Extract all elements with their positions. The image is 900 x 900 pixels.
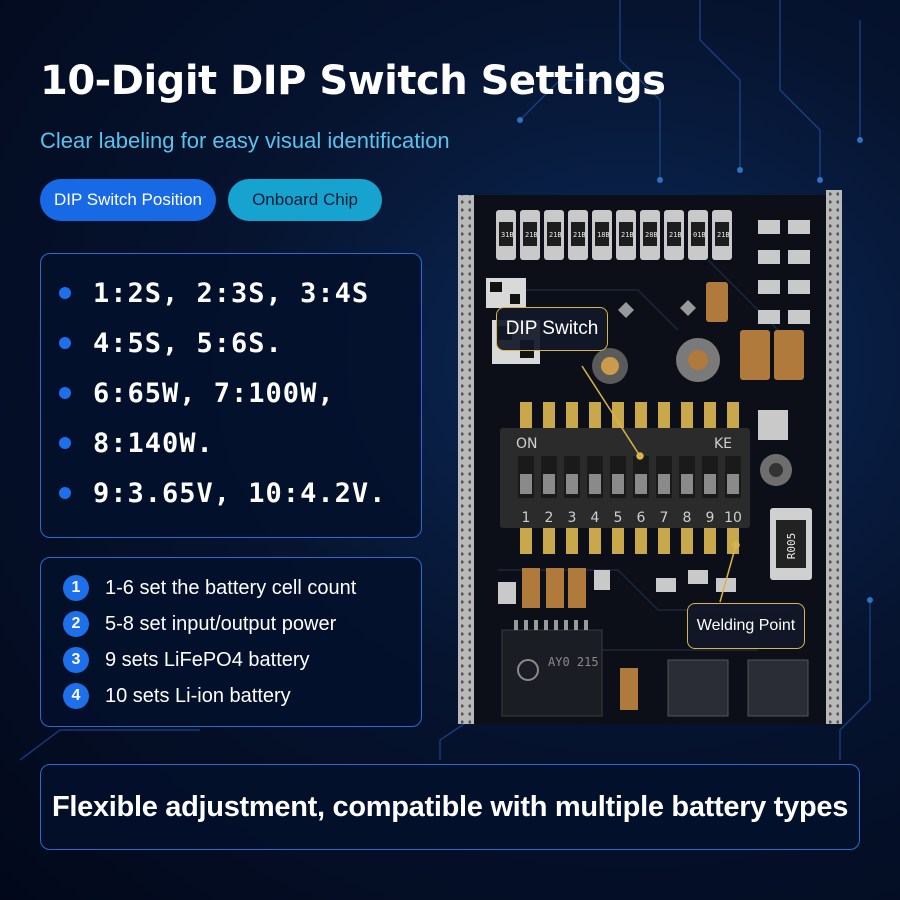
resistor-code: 01B <box>693 231 706 239</box>
number-badge: 4 <box>63 683 89 709</box>
settings-panel: 1:2S, 2:3S, 3:4S 4:5S, 5:6S. 6:65W, 7:10… <box>40 253 422 538</box>
chip-text: AY0 215 <box>548 655 599 669</box>
page-title: 10-Digit DIP Switch Settings <box>40 58 666 104</box>
dip-ke-label: KE <box>714 436 732 452</box>
dip-number: 4 <box>591 510 600 526</box>
number-badge: 2 <box>63 611 89 637</box>
resistor-label: R005 <box>785 533 798 560</box>
setting-item: 8:140W. <box>59 418 421 468</box>
dip-switch: ON KE 1 2 3 4 5 6 7 8 9 10 <box>500 428 750 528</box>
dip-number: 3 <box>568 510 577 526</box>
resistor-code: 21B <box>573 231 586 239</box>
setting-text: 1:2S, 2:3S, 3:4S <box>93 277 370 309</box>
note-text: 1-6 set the battery cell count <box>105 576 357 599</box>
setting-item: 1:2S, 2:3S, 3:4S <box>59 268 421 318</box>
note-item: 2 5-8 set input/output power <box>63 606 421 642</box>
resistor-code: 21B <box>621 231 634 239</box>
resistor-row: 31B 21B 21B 21B 18B 21B 28B 21B 01B 21B <box>496 210 732 260</box>
setting-item: 6:65W, 7:100W, <box>59 368 421 418</box>
resistor-code: 28B <box>645 231 658 239</box>
onboard-chip: AY0 215 <box>501 620 603 717</box>
dip-number: 9 <box>706 510 715 526</box>
dip-number: 10 <box>724 510 742 526</box>
note-item: 4 10 sets Li-ion battery <box>63 678 421 714</box>
setting-item: 4:5S, 5:6S. <box>59 318 421 368</box>
resistor-code: 18B <box>597 231 610 239</box>
note-text: 10 sets Li-ion battery <box>105 684 291 707</box>
note-item: 1 1-6 set the battery cell count <box>63 570 421 606</box>
dip-number: 2 <box>545 510 554 526</box>
dip-number: 8 <box>683 510 692 526</box>
dip-switch-callout: DIP Switch <box>496 307 608 351</box>
setting-text: 9:3.65V, 10:4.2V. <box>93 477 387 509</box>
bullet-icon <box>59 387 71 399</box>
bullet-icon <box>59 337 71 349</box>
bullet-icon <box>59 487 71 499</box>
bullet-icon <box>59 287 71 299</box>
dip-number: 1 <box>522 510 531 526</box>
note-text: 5-8 set input/output power <box>105 612 337 635</box>
tab-dip-switch-position[interactable]: DIP Switch Position <box>40 179 216 221</box>
resistor-code: 21B <box>669 231 682 239</box>
resistor-code: 21B <box>549 231 562 239</box>
number-badge: 1 <box>63 575 89 601</box>
welding-point-callout: Welding Point <box>687 603 805 649</box>
footer-text: Flexible adjustment, compatible with mul… <box>51 790 849 823</box>
footer-banner: Flexible adjustment, compatible with mul… <box>40 764 860 850</box>
resistor-code: 31B <box>501 231 514 239</box>
tab-onboard-chip[interactable]: Onboard Chip <box>228 179 382 221</box>
bullet-icon <box>59 437 71 449</box>
note-text: 9 sets LiFePO4 battery <box>105 648 310 671</box>
dip-on-label: ON <box>516 436 538 452</box>
dip-number: 5 <box>614 510 623 526</box>
resistor-code: 21B <box>717 231 730 239</box>
resistor-code: 21B <box>525 231 538 239</box>
setting-item: 9:3.65V, 10:4.2V. <box>59 468 421 518</box>
dip-number: 7 <box>660 510 669 526</box>
note-item: 3 9 sets LiFePO4 battery <box>63 642 421 678</box>
number-badge: 3 <box>63 647 89 673</box>
dip-number: 6 <box>637 510 646 526</box>
notes-panel: 1 1-6 set the battery cell count 2 5-8 s… <box>40 557 422 727</box>
setting-text: 6:65W, 7:100W, <box>93 377 335 409</box>
setting-text: 8:140W. <box>93 427 214 459</box>
setting-text: 4:5S, 5:6S. <box>93 327 283 359</box>
page-subtitle: Clear labeling for easy visual identific… <box>40 128 450 153</box>
